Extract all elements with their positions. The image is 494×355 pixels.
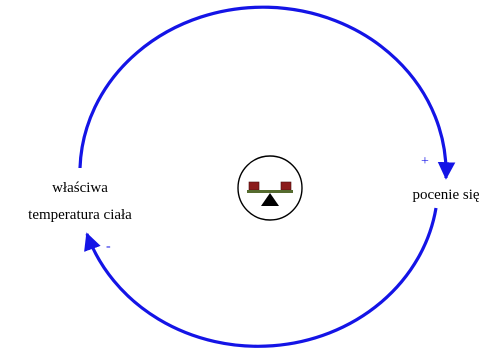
polarity-negative: - [106,239,111,254]
link-sweating-to-temperature [84,207,438,348]
node-label-sweating: pocenie się [412,187,479,203]
node-label-body-temperature-line-1: właściwa [52,180,108,196]
balance-seesaw-icon [237,155,303,221]
node-label-body-temperature-line-2: temperatura ciała [28,207,132,223]
link-temperature-to-sweating [78,5,456,180]
polarity-positive: + [421,154,429,169]
